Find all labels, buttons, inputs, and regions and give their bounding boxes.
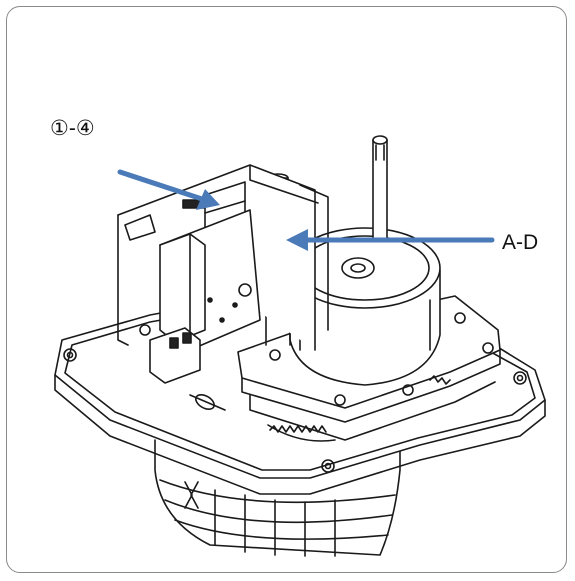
gear-train bbox=[267, 375, 451, 442]
capacitor bbox=[159, 233, 206, 343]
arrow-cams-head bbox=[286, 229, 308, 251]
arrow-terminals-head bbox=[196, 189, 220, 210]
arrow-terminals-shaft bbox=[117, 169, 208, 203]
hex-key bbox=[372, 135, 388, 241]
label-cams: A-D bbox=[502, 231, 539, 254]
figure-frame bbox=[6, 6, 567, 573]
label-terminals: ①-④ bbox=[50, 117, 95, 140]
pointer-arrows bbox=[117, 169, 495, 251]
cable-element bbox=[124, 214, 226, 411]
terminal-block bbox=[149, 327, 201, 384]
